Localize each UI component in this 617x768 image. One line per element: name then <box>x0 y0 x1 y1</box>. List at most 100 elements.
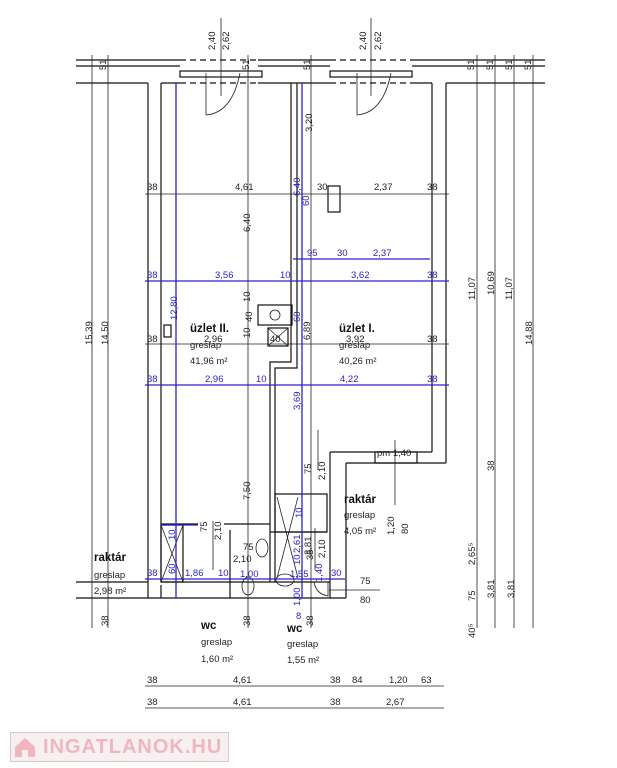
dimension-label: 40 <box>244 311 255 322</box>
dimension-label: 75 <box>360 576 371 587</box>
walls <box>76 18 545 599</box>
dimension-label: 38 <box>330 697 341 708</box>
room-area-raktar-left: 2,98 m² <box>94 586 126 597</box>
dimension-label: 38 <box>147 675 158 686</box>
dimension-label: 2,96 <box>205 374 224 385</box>
dimension-label: 1,00 <box>292 588 303 607</box>
dimension-label: pm 1,40 <box>377 448 411 459</box>
dimension-label: 11,07 <box>504 277 515 300</box>
dimension-label: 51 <box>98 59 109 70</box>
room-area-wc-1: 1,60 m² <box>201 654 233 665</box>
room-floor-raktar-left: greslap <box>94 570 125 581</box>
dimension-label: 75 <box>199 521 210 532</box>
dimension-label: 10 <box>242 291 253 302</box>
dimension-label: 51 <box>466 59 477 70</box>
dimension-label: 3,20 <box>304 114 315 133</box>
dimension-label: 30 <box>317 182 328 193</box>
dimension-label: 38 <box>242 615 253 626</box>
dimension-label: 10 <box>294 507 305 518</box>
dimension-label: 35 <box>305 549 316 560</box>
dimension-label: 51 <box>485 59 496 70</box>
dimension-label: 3,56 <box>215 270 234 281</box>
dimension-label: 38 <box>486 460 497 471</box>
dimension-label: 75 <box>243 542 254 553</box>
room-area-raktar-right: 4,05 m² <box>344 526 376 537</box>
dimension-label: 1,86 <box>185 568 204 579</box>
dimension-label: 1,20 <box>389 675 408 686</box>
dimension-label: 12,80 <box>169 296 180 320</box>
dimension-label: 2,62 <box>373 32 384 51</box>
room-floor-wc-2: greslap <box>287 639 318 650</box>
dimension-label: 2,67 <box>386 697 405 708</box>
dimension-label: 8 <box>296 611 301 622</box>
room-name-raktar-right: raktár <box>344 494 376 506</box>
dimension-label: 2,10 <box>213 522 224 541</box>
dimension-label: 30 <box>337 248 348 259</box>
dimension-label: 2,10 <box>317 540 328 559</box>
dimension-label: 10 <box>292 554 303 565</box>
dimension-label: 3,81 <box>486 580 497 599</box>
room-name-wc-2: wc <box>286 623 303 635</box>
watermark-text: INGATLANOK.HU <box>43 735 223 758</box>
dimension-label: 51 <box>302 59 313 70</box>
dimension-label: 14,88 <box>524 321 535 345</box>
dimension-label: 38 <box>305 615 316 626</box>
dimension-label: 38 <box>427 334 438 345</box>
dimension-label: 3,62 <box>351 270 370 281</box>
dimension-label: 15,39 <box>84 321 95 345</box>
dimension-label: 38 <box>147 697 158 708</box>
dimension-label: 10 <box>242 327 253 338</box>
dimension-label: 4,61 <box>233 697 252 708</box>
room-floor-uzlet-1: greslap <box>339 340 370 351</box>
dimension-label: 40 <box>270 334 281 345</box>
dimension-label: 38 <box>427 182 438 193</box>
dimension-label: 1,00 <box>240 569 259 580</box>
room-area-uzlet-2: 41,96 m² <box>190 356 228 367</box>
dimension-label: 80 <box>360 595 371 606</box>
dimension-label: 95 <box>307 248 318 259</box>
dimension-label: 2,10 <box>317 462 328 481</box>
room-labels: üzlet II. greslap 41,96 m² üzlet I. gres… <box>94 323 377 666</box>
room-name-raktar-left: raktár <box>94 552 126 564</box>
dimension-label: 38 <box>147 568 158 579</box>
room-name-uzlet-1: üzlet I. <box>339 323 375 335</box>
dimension-label: 63 <box>421 675 432 686</box>
dimension-label: 10 <box>256 374 267 385</box>
dimension-label: 51 <box>504 59 515 70</box>
dimension-label: 3,69 <box>292 392 303 411</box>
dimension-label: 51 <box>523 59 534 70</box>
room-name-uzlet-2: üzlet II. <box>190 323 229 335</box>
dimension-label: 2,65⁵ <box>467 543 478 565</box>
dimension-label: 4,22 <box>340 374 359 385</box>
dimension-label: 1,40 <box>314 564 325 583</box>
dimension-label: 40⁵ <box>467 623 478 638</box>
dimension-label: 75 <box>303 463 314 474</box>
dimension-label: 2,40 <box>207 32 218 51</box>
dimension-label: 38 <box>147 270 158 281</box>
dimension-label: 4,61 <box>235 182 254 193</box>
dimension-label: 84 <box>352 675 363 686</box>
dimension-label: 7,50 <box>242 482 253 501</box>
dimension-label: 2,96 <box>204 334 223 345</box>
dimension-label: 11,07 <box>467 277 478 300</box>
room-name-wc-1: wc <box>200 620 217 632</box>
room-floor-wc-1: greslap <box>201 637 232 648</box>
dimension-label: 2,10 <box>233 554 252 565</box>
dimension-label: 1,55 <box>290 569 309 580</box>
dimension-label: 3,92 <box>346 334 365 345</box>
dimension-label: 60 <box>292 311 303 322</box>
dimension-label: 60 <box>167 563 178 574</box>
dimension-label: 10,69 <box>486 271 497 295</box>
dimension-label: 6,40 <box>292 178 303 197</box>
room-floor-raktar-right: greslap <box>344 510 375 521</box>
dimension-label: 38 <box>330 675 341 686</box>
dimension-label: 30 <box>331 568 342 579</box>
dimension-label: 38 <box>147 334 158 345</box>
dimension-label: 51 <box>241 59 252 70</box>
dimension-label: 38 <box>100 615 111 626</box>
dimension-label: 38 <box>147 182 158 193</box>
dimension-label: 38 <box>147 374 158 385</box>
